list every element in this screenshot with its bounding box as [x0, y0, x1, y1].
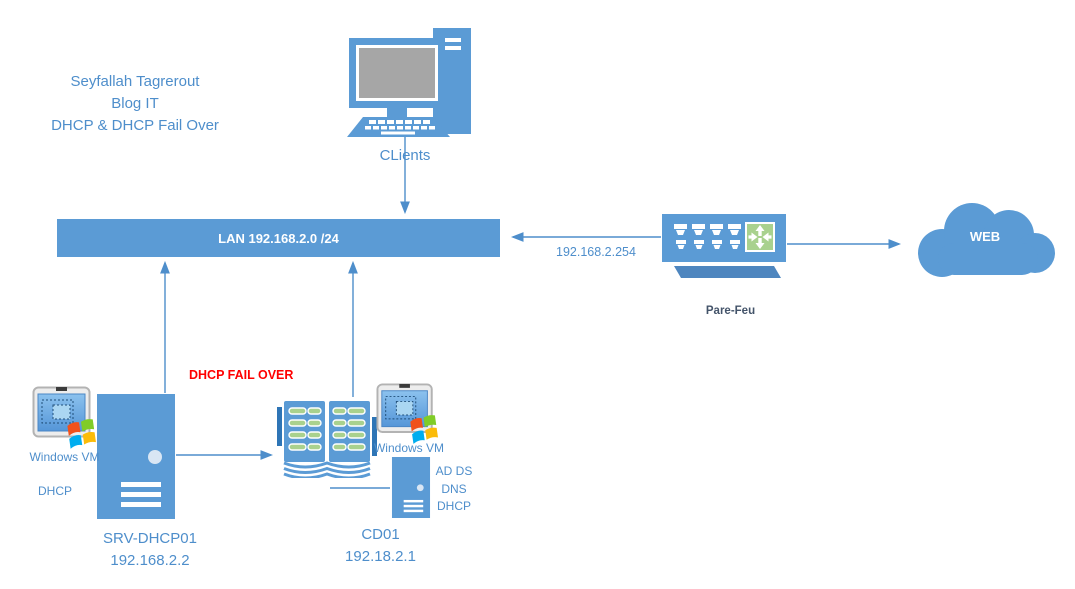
cd01-roles: AD DS DNS DHCP — [428, 463, 480, 516]
cd01-name: CD01 — [361, 526, 400, 543]
cd01-ip: 192.18.2.1 — [345, 548, 416, 565]
windows-vm-icon-cd — [376, 383, 440, 447]
cd01-server-icon — [391, 457, 431, 518]
windows-vm-label-cd: Windows VM — [373, 441, 444, 455]
dhcp-failover-annotation: DHCP FAIL OVER — [189, 368, 294, 382]
windows-vm-icon-srv — [32, 386, 98, 452]
header-block: Seyfallah Tagrerout Blog IT DHCP & DHCP … — [10, 71, 260, 137]
cd01-role-dhcp: DHCP — [436, 499, 471, 513]
lan-segment-bar: LAN 192.168.2.0 /24 — [57, 219, 500, 257]
cd01-role-adds: AD DS — [435, 464, 473, 478]
cd01-caption: CD01 192.18.2.1 — [318, 524, 443, 568]
lan-label: LAN 192.168.2.0 /24 — [218, 230, 339, 246]
srv-dhcp01-ip: 192.168.2.2 — [110, 552, 190, 569]
firewall-icon — [662, 214, 786, 280]
clients-label: CLients — [379, 147, 431, 164]
windows-vm-label-srv: Windows VM — [29, 450, 100, 464]
firewall-ip-label: 192.168.2.254 — [556, 245, 636, 259]
web-label: WEB — [969, 229, 1001, 244]
srv-dhcp01-caption: SRV-DHCP01 192.168.2.2 — [80, 528, 220, 572]
header-line-author: Seyfallah Tagrerout — [70, 73, 200, 90]
clients-computer-icon — [345, 26, 471, 138]
firewall-name-label: Pare-Feu — [705, 305, 756, 317]
srv-dhcp01-name: SRV-DHCP01 — [103, 530, 197, 547]
srv-dhcp01-role-label: DHCP — [38, 484, 73, 498]
directory-book-icon — [277, 398, 377, 478]
header-line-blog: Blog IT — [111, 95, 159, 112]
header-line-topic: DHCP & DHCP Fail Over — [51, 117, 219, 134]
cd01-role-dns: DNS — [441, 481, 467, 496]
